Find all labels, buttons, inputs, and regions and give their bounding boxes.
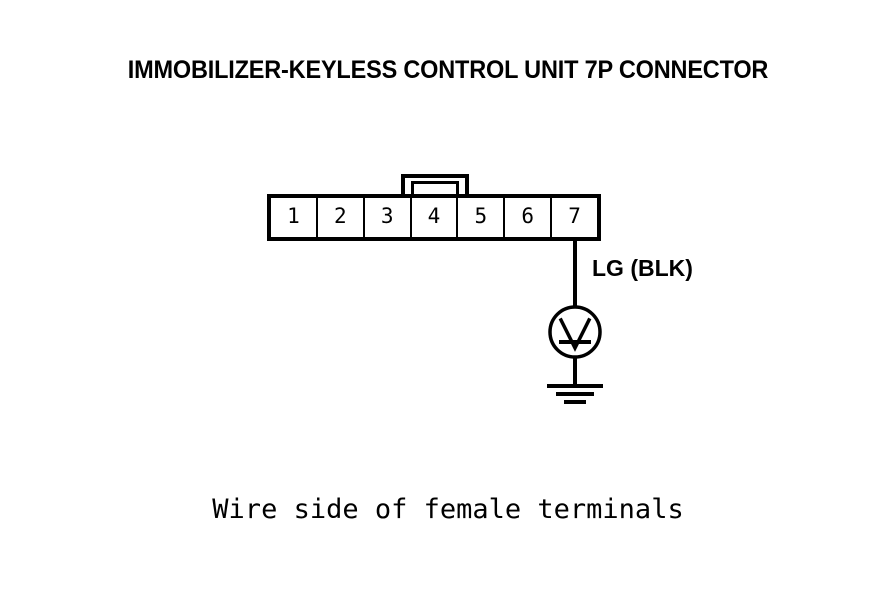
pin-number-label: 7 [568, 204, 581, 228]
wire-line-ground [573, 358, 577, 386]
connector-pin-6: 6 [505, 198, 553, 237]
connector-pin-1: 1 [271, 198, 318, 237]
page-title: IMMOBILIZER-KEYLESS CONTROL UNIT 7P CONN… [127, 56, 769, 84]
diagram-caption: Wire side of female terminals [212, 494, 684, 525]
connector-latch-inner-icon [411, 181, 459, 195]
connector-pin-4: 4 [412, 198, 459, 237]
pin-number-label: 1 [287, 204, 300, 228]
ground-icon-bar-2 [556, 392, 594, 396]
pin-number-label: 5 [474, 204, 488, 228]
connector-pin-7: 7 [552, 198, 597, 237]
pin-number-label: 3 [380, 204, 394, 228]
connector-assembly: 1 2 3 4 5 6 7 [267, 174, 601, 242]
pin-number-label: 6 [521, 204, 535, 228]
ground-icon-bar-3 [564, 400, 586, 404]
pin-number-label: 2 [333, 204, 347, 228]
connector-pin-2: 2 [318, 198, 365, 237]
connector-pin-3: 3 [365, 198, 412, 237]
wire-color-label: LG (BLK) [592, 255, 693, 281]
connector-pin-5: 5 [458, 198, 506, 237]
connector-pin-row: 1 2 3 4 5 6 7 [267, 194, 601, 241]
pin-number-label: 4 [427, 204, 441, 228]
voltmeter-icon [547, 304, 603, 360]
ground-icon-bar-1 [547, 384, 603, 388]
wire-line-pin7 [573, 238, 577, 307]
